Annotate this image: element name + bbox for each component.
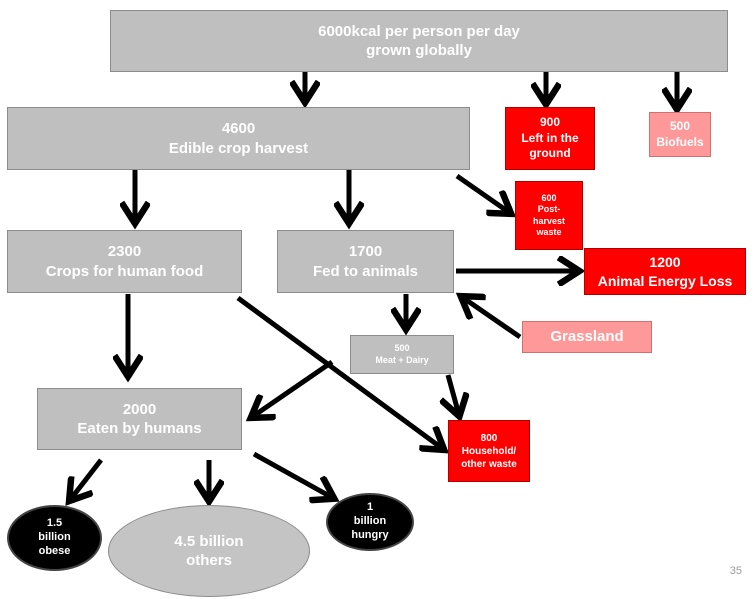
node-left-in-ground-label-1: Left in the [521, 130, 579, 145]
node-grassland: Grassland [522, 321, 652, 353]
node-animal-loss: 1200 Animal Energy Loss [584, 248, 746, 295]
node-fed-animals-value: 1700 [348, 243, 383, 260]
node-obese-value: 1.5 [46, 517, 63, 530]
node-others-label: others [186, 552, 232, 569]
node-biofuels: 500 Biofuels [649, 112, 711, 157]
node-household-value: 800 [480, 432, 498, 444]
node-edible: 4600 Edible crop harvest [7, 107, 470, 170]
node-crops-human-value: 2300 [107, 243, 142, 260]
node-household-label-2: other waste [461, 458, 517, 470]
node-obese: 1.5 billion obese [7, 505, 102, 571]
node-hungry-label-2: hungry [351, 528, 389, 541]
node-others-value: 4.5 billion [174, 532, 244, 550]
node-eaten-value: 2000 [122, 400, 157, 418]
node-crops-human-label: Crops for human food [45, 262, 204, 280]
node-obese-label-2: obese [38, 544, 71, 557]
node-meat-dairy-label: Meat + Dairy [375, 354, 429, 365]
node-biofuels-value: 500 [669, 118, 691, 133]
arrow-meat-to-eaten [252, 359, 334, 417]
node-hungry: 1 billion hungry [326, 493, 414, 551]
node-hungry-label-1: billion [353, 515, 387, 528]
node-total: 6000kcal per person per day grown global… [110, 10, 728, 72]
node-left-in-ground-value: 900 [539, 115, 561, 130]
node-meat-dairy-value: 500 [394, 342, 410, 353]
node-eaten: 2000 Eaten by humans [37, 388, 242, 450]
node-household: 800 Household/ other waste [448, 420, 530, 482]
node-post-harvest: 600 Post- harvest waste [515, 181, 583, 250]
node-edible-value: 4600 [221, 120, 256, 137]
node-crops-human: 2300 Crops for human food [7, 230, 242, 293]
node-eaten-label: Eaten by humans [77, 420, 202, 437]
page-number: 35 [729, 565, 742, 577]
node-fed-animals: 1700 Fed to animals [277, 230, 454, 293]
node-hungry-value: 1 [366, 501, 374, 514]
arrow-edible-to-post-harvest [455, 173, 510, 213]
node-left-in-ground: 900 Left in the ground [505, 107, 595, 170]
node-post-harvest-label-3: waste [536, 226, 562, 237]
node-post-harvest-value: 600 [541, 193, 557, 203]
node-total-label: grown globally [366, 42, 472, 59]
node-grassland-label: Grassland [550, 328, 624, 346]
node-others: 4.5 billion others [108, 505, 310, 597]
arrow-meat-to-household [448, 374, 459, 415]
node-post-harvest-label-2: harvest [532, 215, 566, 226]
node-biofuels-label: Biofuels [656, 134, 704, 149]
node-animal-loss-value: 1200 [649, 254, 681, 271]
node-left-in-ground-label-2: ground [529, 146, 571, 161]
node-post-harvest-label-1: Post- [537, 204, 561, 215]
node-household-label-1: Household/ [461, 445, 517, 457]
node-edible-label: Edible crop harvest [168, 139, 309, 157]
node-obese-label-1: billion [38, 531, 71, 544]
node-fed-animals-label: Fed to animals [312, 262, 419, 280]
arrow-eaten-to-hungry [252, 451, 333, 498]
node-animal-loss-label: Animal Energy Loss [597, 272, 733, 289]
arrow-crops-to-household [236, 295, 443, 449]
arrow-grassland-to-fed [462, 297, 522, 340]
node-total-value: 6000kcal per person per day [318, 22, 520, 40]
arrow-eaten-to-obese [70, 458, 103, 500]
node-meat-dairy: 500 Meat + Dairy [350, 335, 454, 374]
